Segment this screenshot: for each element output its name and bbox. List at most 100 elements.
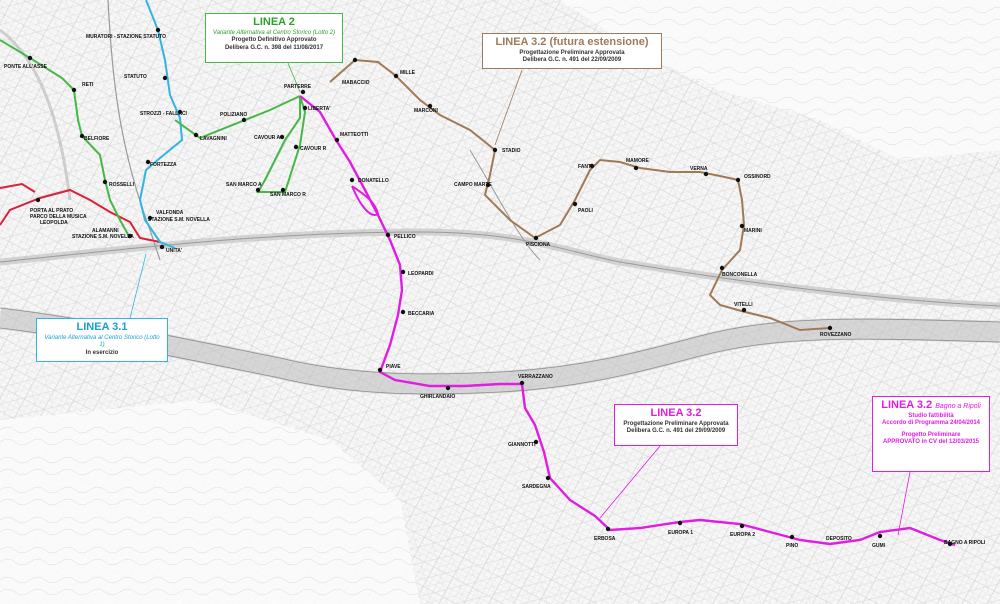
stop-label: MURATORI - STAZIONE STATUTO — [86, 34, 166, 40]
stop-label: EUROPA 1 — [668, 530, 693, 536]
stop-dot — [193, 132, 199, 138]
stop-label: MABACCIO — [342, 80, 370, 86]
stop-dot — [445, 385, 451, 391]
stop-labels: MURATORI - STAZIONE STATUTO PONTE ALL'AS… — [4, 34, 986, 549]
stop-dot — [947, 541, 953, 547]
stop-label: OSSINORD — [744, 174, 771, 180]
stop-label: STAZIONE S.M. NOVELLA — [72, 234, 134, 240]
hill-area-south — [0, 400, 420, 604]
stop-dot — [79, 133, 85, 139]
stop-dot — [719, 265, 725, 271]
stop-label: VITELLI — [734, 302, 753, 308]
stop-dot — [334, 137, 340, 143]
railway-track — [0, 231, 1000, 307]
stop-dot — [102, 179, 108, 185]
box-line: Studio fattibilità — [908, 412, 954, 419]
stop-label: PIAVE — [386, 364, 401, 370]
stop-label: ROSSELLI — [109, 182, 135, 188]
stop-dot — [605, 526, 611, 532]
line-3-2-ripoli-callout — [897, 471, 911, 536]
river-mugnone — [0, 28, 72, 201]
stop-label: POLIZIANO — [220, 112, 247, 118]
stop-label: GHIRLANDAIO — [420, 394, 455, 400]
box-subtitle: Variante Alternativa al Centro Storico (… — [212, 29, 336, 36]
box-subtitle: Variante Alternativa al Centro Storico (… — [44, 334, 160, 349]
stop-label: PARTERRE — [284, 84, 312, 90]
stop-dot — [589, 163, 595, 169]
box-decree: Delibera G.C. n. 491 del 22/09/2009 — [522, 57, 622, 64]
stop-dot — [300, 89, 306, 95]
stop-dot — [71, 87, 77, 93]
box-status: Progetto Definitivo Approvato — [231, 37, 317, 44]
stop-label: STADIO — [502, 148, 521, 154]
stop-label: STAZIONE S.M. NOVELLA — [148, 217, 210, 223]
line-1-track — [0, 188, 161, 243]
stop-label: LAVAGNINI — [200, 136, 227, 142]
stop-dot — [427, 103, 433, 109]
stop-dot — [572, 201, 578, 207]
stop-dot — [739, 523, 745, 529]
stop-label: UNITA' — [166, 248, 182, 254]
stop-dot — [241, 117, 247, 123]
stop-label: MARCONI — [414, 108, 438, 114]
stop-label: VALFONDA — [156, 210, 184, 216]
stop-dot — [492, 147, 498, 153]
stop-label: EUROPA 2 — [730, 532, 755, 538]
stop-dot — [677, 520, 683, 526]
box-line: Accordo di Programma 24/04/2014 — [881, 420, 981, 427]
box-title-suffix: Bagno a Ripoli — [935, 403, 981, 410]
stop-label: DEPOSITO — [826, 536, 852, 542]
stop-dot — [400, 269, 406, 275]
stop-label: GIANNOTTI — [508, 442, 536, 448]
line-2-callout — [287, 62, 301, 93]
stop-dot — [703, 171, 709, 177]
box-decree: Delibera G.C. n. 398 del 11/08/2017 — [224, 44, 324, 51]
legend-box-line-3-2-future: LINEA 3.2 (futura estensione) Progettazi… — [482, 33, 662, 69]
stop-label: MARINI — [744, 228, 762, 234]
stop-dot — [485, 182, 491, 188]
stop-label: LEOPOLDA — [40, 220, 68, 226]
stop-label: ALAMANNI — [92, 228, 119, 234]
legend-box-line-3-2: LINEA 3.2 Progettazione Preliminare Appr… — [614, 404, 738, 446]
stop-label: SAN MARCO A — [226, 182, 262, 188]
stop-dot — [400, 309, 406, 315]
stop-label: ROVEZZANO — [820, 332, 852, 338]
stop-dot — [633, 165, 639, 171]
stop-dot — [393, 73, 399, 79]
stop-label: PONTE ALL'ASSE — [4, 64, 48, 70]
stop-dot — [159, 244, 165, 250]
box-title: LINEA 3.2 Bagno a Ripoli — [877, 399, 985, 413]
stop-label: FORTEZZA — [150, 162, 177, 168]
stop-label: FANTI — [578, 164, 593, 170]
stop-label: BELFIORE — [84, 136, 110, 142]
hill-area-north — [560, 0, 1000, 160]
box-line: Progetto Preliminare — [901, 431, 961, 438]
stop-label: CAVOUR A — [254, 135, 281, 141]
stop-label: CAMPO MARTE — [454, 182, 492, 188]
line-3-1-track — [138, 0, 184, 249]
stop-label: STROZZI - FALLACI — [140, 111, 188, 117]
box-line: APPROVATO in CV del 12/03/2015 — [882, 439, 980, 446]
stop-dot — [177, 109, 183, 115]
stop-dot — [533, 235, 539, 241]
stop-label: GUMI — [872, 543, 886, 549]
stop-dot — [377, 367, 383, 373]
stop-label: BAGNO A RIPOLI — [944, 540, 986, 546]
stop-label: PORTA AL PRATO — [30, 208, 73, 214]
stop-dots — [27, 27, 953, 547]
river-arno-bank — [0, 327, 1000, 395]
stop-label: VERNA — [690, 166, 708, 172]
stop-dot — [27, 55, 33, 61]
river-arno — [0, 307, 1000, 395]
stop-label: BONCONELLA — [722, 272, 758, 278]
legend-box-line-3-2-ripoli: LINEA 3.2 Bagno a Ripoli Studio fattibil… — [872, 396, 990, 472]
line-3-2-callout — [599, 445, 661, 519]
stop-label: PARCO DELLA MUSICA — [30, 214, 87, 220]
stop-dot — [127, 233, 133, 239]
stop-dot — [162, 75, 168, 81]
stop-dot — [533, 439, 539, 445]
stop-dot — [147, 215, 153, 221]
stop-dot — [280, 187, 286, 193]
box-title: LINEA 3.2 (futura estensione) — [495, 36, 649, 48]
